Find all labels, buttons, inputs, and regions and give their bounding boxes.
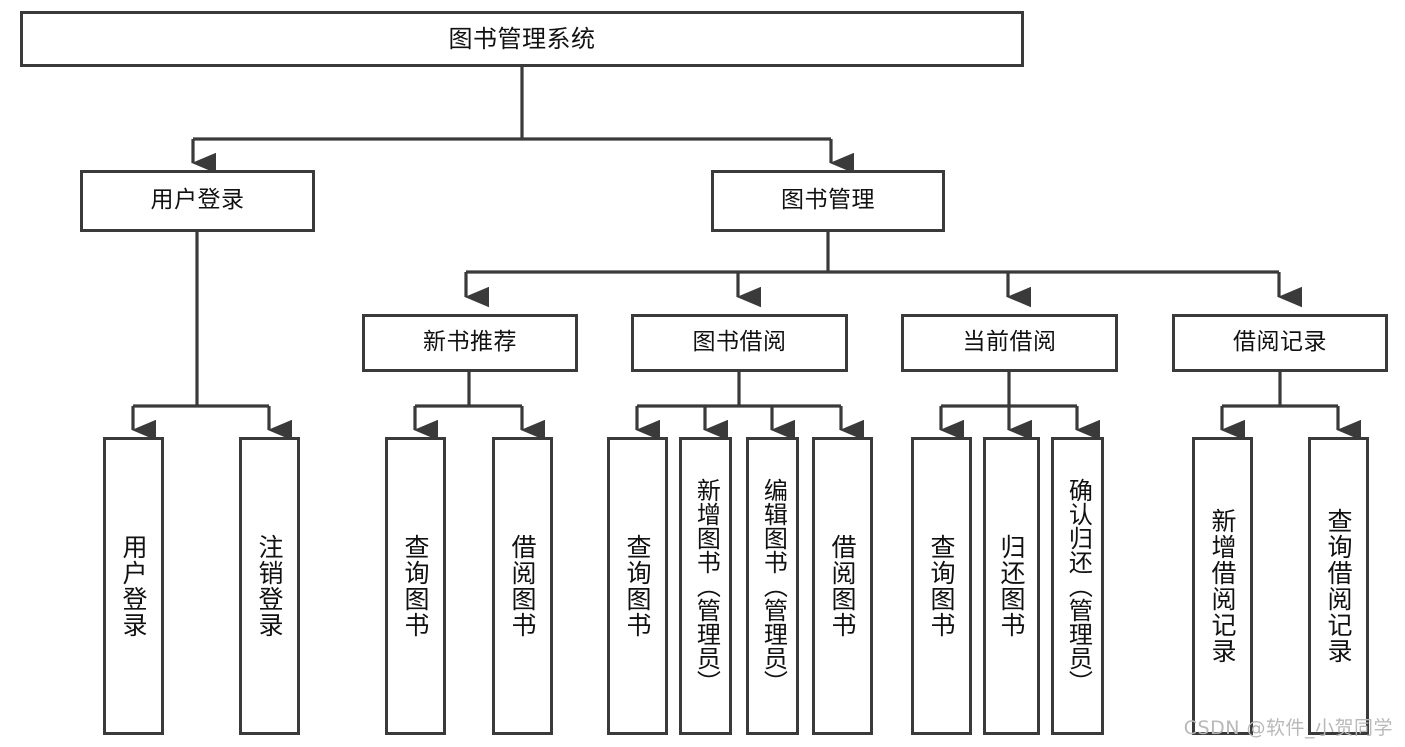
node-label: 确认归还（管理员） bbox=[1064, 478, 1093, 694]
node-leaf-query-books-current[interactable]: 查询图书 bbox=[911, 437, 972, 735]
node-label: 新书推荐 bbox=[423, 329, 517, 356]
node-label: 图书借阅 bbox=[692, 329, 787, 356]
node-new-book-recommendation[interactable]: 新书推荐 bbox=[362, 314, 578, 372]
node-label: 图书管理 bbox=[781, 187, 875, 214]
node-leaf-query-books-recommend[interactable]: 查询图书 bbox=[385, 437, 446, 735]
node-label: 借阅图书 bbox=[508, 534, 537, 638]
node-label: 借阅图书 bbox=[828, 534, 857, 638]
node-label: 借阅记录 bbox=[1233, 329, 1327, 356]
node-leaf-edit-book-admin[interactable]: 编辑图书（管理员） bbox=[746, 437, 799, 735]
node-root-book-management-system[interactable]: 图书管理系统 bbox=[20, 11, 1024, 67]
node-leaf-borrow-books-recommend[interactable]: 借阅图书 bbox=[492, 437, 553, 735]
watermark: CSDN @软件_小贺同学 bbox=[1183, 717, 1393, 739]
node-label: 查询图书 bbox=[401, 534, 430, 638]
node-label: 新增借阅记录 bbox=[1208, 508, 1237, 664]
node-borrowing-record[interactable]: 借阅记录 bbox=[1172, 314, 1388, 372]
node-user-login[interactable]: 用户登录 bbox=[80, 170, 315, 232]
node-leaf-return-books[interactable]: 归还图书 bbox=[983, 437, 1040, 735]
node-label: 用户登录 bbox=[119, 534, 148, 638]
node-label: 查询图书 bbox=[623, 534, 652, 638]
node-label: 用户登录 bbox=[150, 187, 245, 214]
node-leaf-query-borrow-record[interactable]: 查询借阅记录 bbox=[1308, 437, 1369, 735]
node-label: 新增图书（管理员） bbox=[692, 478, 721, 694]
node-leaf-user-login[interactable]: 用户登录 bbox=[103, 437, 164, 735]
node-label: 注销登录 bbox=[255, 534, 284, 638]
node-leaf-query-books-borrow[interactable]: 查询图书 bbox=[607, 437, 668, 735]
node-leaf-confirm-return-admin[interactable]: 确认归还（管理员） bbox=[1051, 437, 1104, 735]
node-book-borrowing[interactable]: 图书借阅 bbox=[631, 314, 848, 372]
node-label: 查询借阅记录 bbox=[1324, 508, 1353, 664]
node-leaf-add-book-admin[interactable]: 新增图书（管理员） bbox=[679, 437, 732, 735]
node-current-borrowing[interactable]: 当前借阅 bbox=[901, 314, 1118, 372]
node-label: 图书管理系统 bbox=[448, 24, 596, 53]
node-label: 查询图书 bbox=[927, 534, 956, 638]
node-label: 归还图书 bbox=[997, 534, 1026, 638]
node-leaf-add-borrow-record[interactable]: 新增借阅记录 bbox=[1192, 437, 1253, 735]
node-label: 编辑图书（管理员） bbox=[759, 478, 788, 694]
node-leaf-borrow-books[interactable]: 借阅图书 bbox=[812, 437, 873, 735]
node-label: 当前借阅 bbox=[962, 329, 1057, 356]
node-book-management[interactable]: 图书管理 bbox=[711, 170, 945, 232]
node-leaf-logout[interactable]: 注销登录 bbox=[239, 437, 300, 735]
